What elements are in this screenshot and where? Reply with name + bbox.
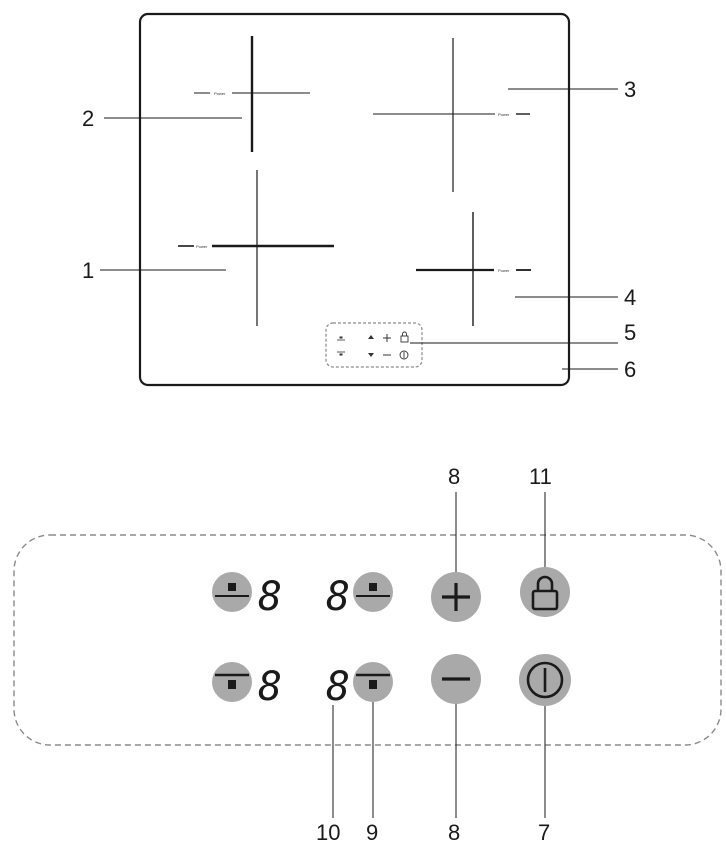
callout-7: 7 (538, 820, 550, 845)
display-bottom-left: 8 (258, 664, 282, 710)
lock-icon (531, 575, 559, 611)
callout-1: 1 (82, 258, 94, 283)
callout-8-bottom: 8 (448, 820, 460, 845)
plus-icon (442, 583, 470, 611)
lock-button[interactable] (520, 567, 570, 617)
cooking-zone-4: Power (416, 212, 531, 326)
cooking-zone-2: Power (194, 36, 310, 152)
callout-2: 2 (82, 106, 94, 131)
display-top-right: 8 (326, 574, 350, 620)
cooking-zone-1: Power (178, 170, 334, 326)
zone-selector-bottom-right[interactable] (353, 662, 393, 702)
zone-label-3: Power (498, 112, 510, 117)
power-button[interactable] (519, 654, 571, 706)
cooking-zone-3: Power (373, 38, 530, 192)
minus-button[interactable] (431, 654, 481, 704)
display-bottom-right: 8 (326, 664, 350, 710)
control-panel-enlarged (13, 534, 722, 746)
zone-label-4: Power (498, 268, 510, 273)
zone-selector-bottom-left[interactable] (212, 662, 252, 702)
zone-selector-top-right[interactable] (353, 572, 393, 612)
callout-9: 9 (366, 820, 378, 845)
zone-label-1: Power (196, 244, 208, 249)
callout-6: 6 (624, 357, 636, 382)
hob-outline (138, 12, 571, 387)
callout-8-top: 8 (448, 464, 460, 489)
callout-4: 4 (624, 285, 636, 310)
zone-selector-top-left[interactable] (212, 572, 252, 612)
power-icon (526, 661, 564, 699)
zone-label-2: Power (214, 91, 226, 96)
callout-10: 10 (316, 820, 340, 845)
callout-3: 3 (624, 77, 636, 102)
control-panel-small (325, 322, 423, 368)
callout-11: 11 (529, 464, 552, 489)
plus-button[interactable] (431, 572, 481, 622)
callout-5: 5 (624, 320, 636, 345)
display-top-left: 8 (258, 574, 282, 620)
